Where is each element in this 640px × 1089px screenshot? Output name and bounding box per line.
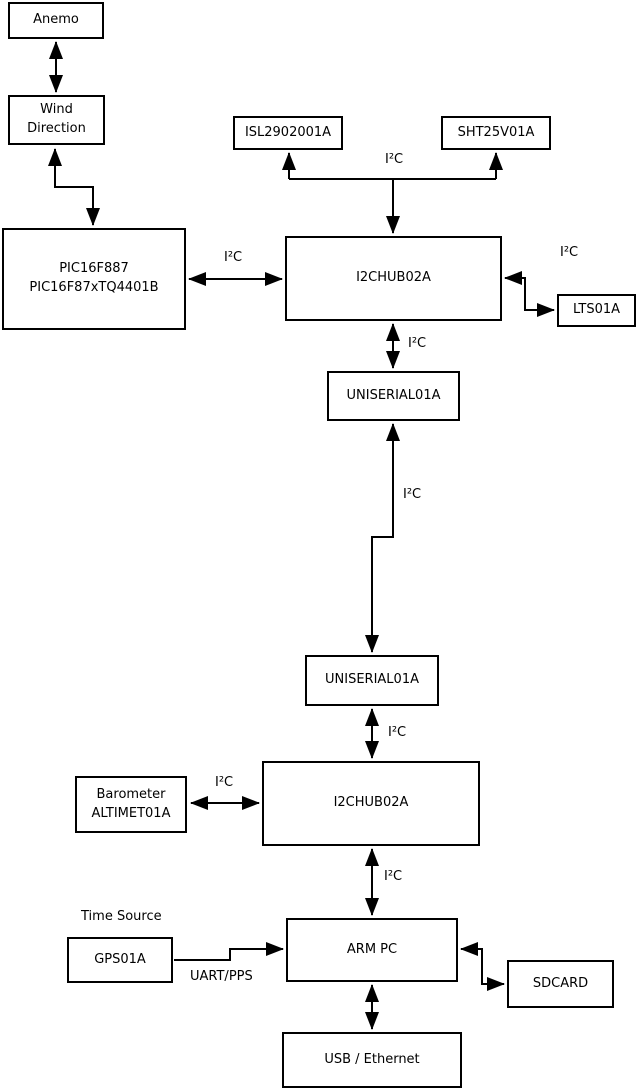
node-uniserial-bottom-label: UNISERIAL01A: [325, 672, 419, 688]
node-arm-pc: ARM PC: [286, 918, 458, 982]
edge-label-i2c-hub-uniserial: I²C: [408, 336, 427, 351]
edge-label-time-source: Time Source: [81, 909, 162, 924]
node-gps01a-label: GPS01A: [94, 951, 146, 967]
node-sht25v01a-label: SHT25V01A: [457, 124, 535, 140]
node-wind-direction-line2: Direction: [27, 121, 86, 136]
node-i2chub-top-label: I2CHUB02A: [356, 270, 431, 286]
edge-i2chub-lts: [504, 271, 555, 317]
edge-gps-armpc: [174, 942, 284, 961]
edge-label-i2c-pic-hub: I²C: [224, 250, 243, 265]
edge-label-i2c-barometer-hub2: I²C: [215, 775, 234, 790]
node-barometer-line2: ALTIMET01A: [91, 805, 171, 821]
node-sdcard: SDCARD: [507, 960, 614, 1008]
node-anemo-label: Anemo: [33, 12, 79, 28]
node-arm-pc-label: ARM PC: [346, 941, 398, 957]
edge-label-i2c-sensors-top: I²C: [385, 152, 404, 167]
edge-winddirection-pic: [48, 148, 100, 226]
edge-label-i2c-uniserial-hub2: I²C: [388, 725, 407, 740]
node-wind-direction: Wind Direction: [8, 95, 105, 145]
node-uniserial-bottom: UNISERIAL01A: [305, 655, 439, 706]
node-i2chub-bottom: I2CHUB02A: [262, 761, 480, 846]
edge-uniserial-link: [365, 423, 400, 653]
node-isl2902001a-label: ISL2902001A: [244, 124, 332, 140]
node-sdcard-label: SDCARD: [532, 975, 589, 991]
node-sht25v01a: SHT25V01A: [441, 116, 551, 150]
edge-label-i2c-hub-lts: I²C: [560, 245, 579, 260]
node-lts01a-label: LTS01A: [572, 302, 621, 318]
node-uniserial-top-label: UNISERIAL01A: [346, 387, 441, 403]
node-isl2902001a: ISL2902001A: [233, 116, 343, 150]
edge-label-uart-pps: UART/PPS: [190, 969, 253, 984]
node-barometer-line1: Barometer: [96, 786, 166, 802]
node-usb-ethernet: USB / Ethernet: [282, 1032, 462, 1088]
node-anemo: Anemo: [8, 2, 104, 39]
node-i2chub-top: I2CHUB02A: [285, 236, 502, 321]
node-wind-direction-line1: Wind: [40, 102, 73, 118]
edge-label-i2c-hub2-armpc: I²C: [384, 869, 403, 884]
node-pic-line1: PIC16F887: [59, 261, 129, 277]
node-lts01a: LTS01A: [557, 294, 636, 327]
node-pic: PIC16F887 PIC16F87xTQ4401B: [2, 228, 186, 330]
node-usb-ethernet-label: USB / Ethernet: [324, 1051, 420, 1067]
node-barometer: Barometer ALTIMET01A: [75, 776, 187, 833]
edge-label-i2c-uniserial-link: I²C: [403, 487, 422, 502]
node-pic-line2: PIC16F87xTQ4401B: [29, 280, 159, 295]
node-gps01a: GPS01A: [67, 937, 173, 983]
node-uniserial-top: UNISERIAL01A: [327, 371, 460, 421]
node-i2chub-bottom-label: I2CHUB02A: [333, 795, 409, 811]
edge-armpc-sdcard: [460, 942, 505, 991]
